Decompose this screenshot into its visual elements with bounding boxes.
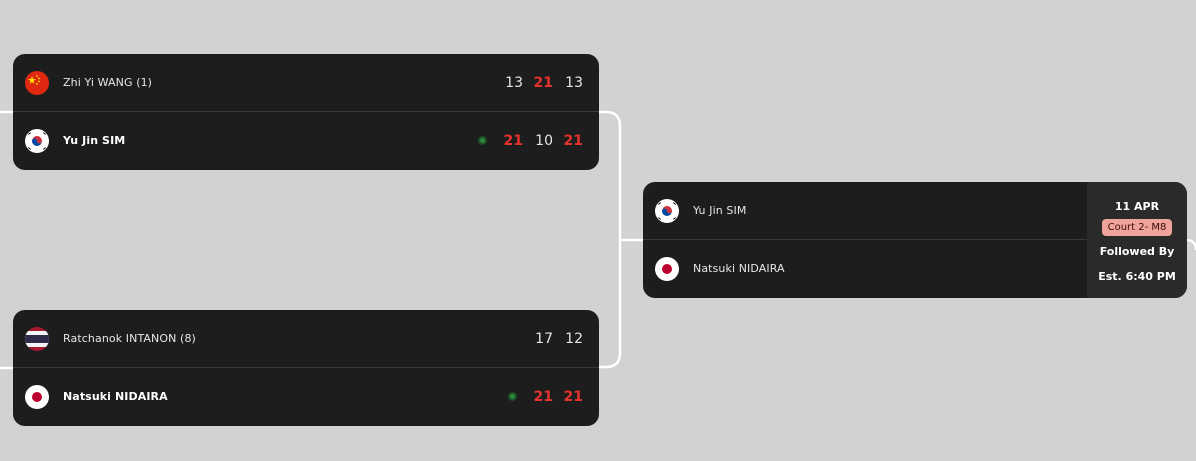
winner-indicator-icon (508, 392, 517, 401)
game-score: 21 (533, 388, 553, 405)
thailand-flag-icon (25, 326, 49, 351)
next-match-card[interactable]: Yu Jin SIM Natsuki NIDAIRA 11 APR Court … (643, 182, 1187, 298)
game-score: 21 (563, 132, 583, 149)
followed-by-label: Followed By (1099, 244, 1175, 258)
player-row: Natsuki NIDAIRA 21 21 (13, 368, 599, 425)
match-schedule-info: 11 APR Court 2- M8 Followed By Est. 6:40… (1087, 182, 1187, 298)
match-date: 11 APR (1114, 199, 1160, 213)
player-name: Yu Jin SIM (693, 204, 747, 217)
player-row: Yu Jin SIM 21 10 21 (13, 112, 599, 169)
japan-flag-icon (655, 256, 679, 281)
score-group: 21 10 21 (478, 112, 583, 169)
estimated-time: Est. 6:40 PM (1098, 269, 1176, 283)
match-card-2[interactable]: Ratchanok INTANON (8) 17 12 Natsuki NIDA… (13, 310, 599, 426)
game-score: 12 (565, 330, 583, 347)
game-score: 13 (505, 74, 523, 91)
score-group: 13 21 13 (493, 54, 583, 111)
court-badge: Court 2- M8 (1101, 218, 1173, 236)
player-row: Natsuki NIDAIRA (643, 240, 1187, 297)
score-group: 21 21 (508, 368, 583, 425)
player-name: Ratchanok INTANON (8) (63, 332, 196, 345)
player-row: Zhi Yi WANG (1) 13 21 13 (13, 54, 599, 112)
game-score: 21 (533, 74, 553, 91)
game-score: 13 (565, 74, 583, 91)
korea-flag-icon (655, 198, 679, 223)
player-name: Zhi Yi WANG (1) (63, 76, 153, 89)
score-group: 17 12 (523, 310, 583, 367)
player-name: Yu Jin SIM (63, 134, 126, 147)
game-score: 21 (503, 132, 523, 149)
player-name: Natsuki NIDAIRA (693, 262, 785, 275)
china-flag-icon (25, 70, 49, 95)
game-score: 17 (535, 330, 553, 347)
match-card-1[interactable]: Zhi Yi WANG (1) 13 21 13 Yu Jin SIM 21 1… (13, 54, 599, 170)
winner-indicator-icon (478, 136, 487, 145)
korea-flag-icon (25, 128, 49, 153)
player-name: Natsuki NIDAIRA (63, 390, 168, 403)
player-row: Ratchanok INTANON (8) 17 12 (13, 310, 599, 368)
game-score: 21 (563, 388, 583, 405)
player-row: Yu Jin SIM (643, 182, 1187, 240)
japan-flag-icon (25, 384, 49, 409)
game-score: 10 (535, 132, 553, 149)
